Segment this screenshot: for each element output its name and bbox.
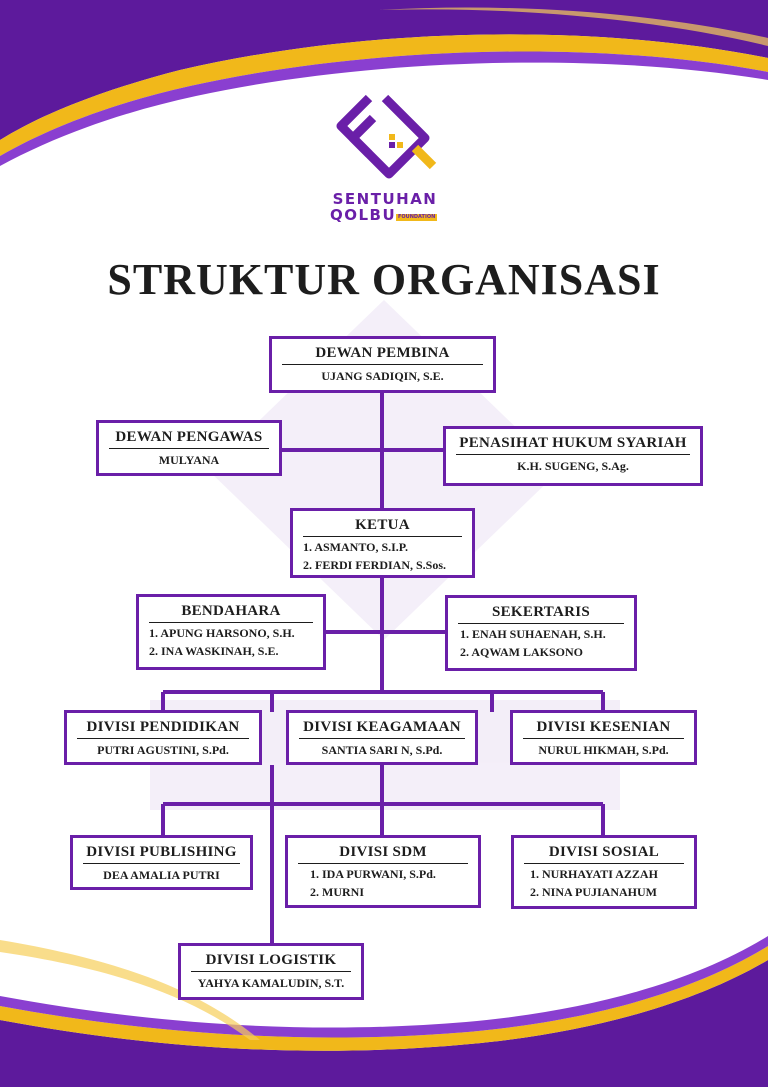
sentuhan-qolbu-logo <box>336 94 437 179</box>
node-title: DIVISI SDM <box>298 844 468 864</box>
node-member: 2. FERDI FERDIAN, S.Sos. <box>303 558 447 572</box>
node-person: DEA AMALIA PUTRI <box>103 868 220 882</box>
node-person: PUTRI AGUSTINI, S.Pd. <box>97 743 229 757</box>
node-title: DIVISI LOGISTIK <box>191 952 351 972</box>
node-divisi-logistik: DIVISI LOGISTIK YAHYA KAMALUDIN, S.T. <box>178 943 364 1000</box>
node-person: MULYANA <box>158 453 220 467</box>
node-divisi-pendidikan: DIVISI PENDIDIKAN PUTRI AGUSTINI, S.Pd. <box>64 710 262 765</box>
node-title: DEWAN PEMBINA <box>282 345 483 365</box>
node-dewan-pengawas: DEWAN PENGAWAS MULYANA <box>96 420 282 476</box>
node-member: 2. AQWAM LAKSONO <box>460 645 584 659</box>
node-member: 2. NINA PUJIANAHUM <box>530 885 657 899</box>
node-title: PENASIHAT HUKUM SYARIAH <box>456 435 690 455</box>
page-title: STRUKTUR ORGANISASI <box>107 255 661 304</box>
node-title: DIVISI PUBLISHING <box>83 844 240 864</box>
node-person: K.H. SUGENG, S.Ag. <box>517 459 629 473</box>
node-title: DIVISI KESENIAN <box>523 719 684 739</box>
node-person: NURUL HIKMAH, S.Pd. <box>538 743 669 757</box>
node-title: DIVISI PENDIDIKAN <box>77 719 249 739</box>
brand-name-line2: QOLBU <box>330 206 397 224</box>
node-title: DIVISI KEAGAMAAN <box>299 719 465 739</box>
brand-name-line1: SENTUHAN <box>332 190 438 208</box>
node-dewan-pembina: DEWAN PEMBINA UJANG SADIQIN, S.E. <box>269 336 496 393</box>
node-divisi-kesenian: DIVISI KESENIAN NURUL HIKMAH, S.Pd. <box>510 710 697 765</box>
node-bendahara: BENDAHARA 1. APUNG HARSONO, S.H. 2. INA … <box>136 594 326 670</box>
node-member: 1. APUNG HARSONO, S.H. <box>149 626 295 640</box>
brand-foundation-label: FOUNDATION <box>396 214 438 221</box>
node-member: 1. ASMANTO, S.I.P. <box>303 540 409 554</box>
node-person: SANTIA SARI N, S.Pd. <box>321 743 443 757</box>
node-penasihat-hukum: PENASIHAT HUKUM SYARIAH K.H. SUGENG, S.A… <box>443 426 703 486</box>
node-divisi-sosial: DIVISI SOSIAL 1. NURHAYATI AZZAH 2. NINA… <box>511 835 697 909</box>
node-divisi-sdm: DIVISI SDM 1. IDA PURWANI, S.Pd. 2. MURN… <box>285 835 481 908</box>
node-title: BENDAHARA <box>149 603 313 623</box>
node-divisi-keagamaan: DIVISI KEAGAMAAN SANTIA SARI N, S.Pd. <box>286 710 478 765</box>
node-member: 2. MURNI <box>310 885 364 899</box>
node-member: 2. INA WASKINAH, S.E. <box>149 644 279 658</box>
node-title: KETUA <box>303 517 462 537</box>
node-ketua: KETUA 1. ASMANTO, S.I.P. 2. FERDI FERDIA… <box>290 508 475 578</box>
node-title: SEKERTARIS <box>458 604 624 624</box>
node-sekertaris: SEKERTARIS 1. ENAH SUHAENAH, S.H. 2. AQW… <box>445 595 637 671</box>
node-divisi-publishing: DIVISI PUBLISHING DEA AMALIA PUTRI <box>70 835 253 890</box>
node-person: YAHYA KAMALUDIN, S.T. <box>197 976 345 990</box>
node-member: 1. IDA PURWANI, S.Pd. <box>310 867 436 881</box>
node-member: 1. ENAH SUHAENAH, S.H. <box>460 627 606 641</box>
node-title: DIVISI SOSIAL <box>524 844 684 864</box>
node-member: 1. NURHAYATI AZZAH <box>530 867 658 881</box>
node-person: UJANG SADIQIN, S.E. <box>321 369 444 383</box>
node-title: DEWAN PENGAWAS <box>109 429 269 449</box>
